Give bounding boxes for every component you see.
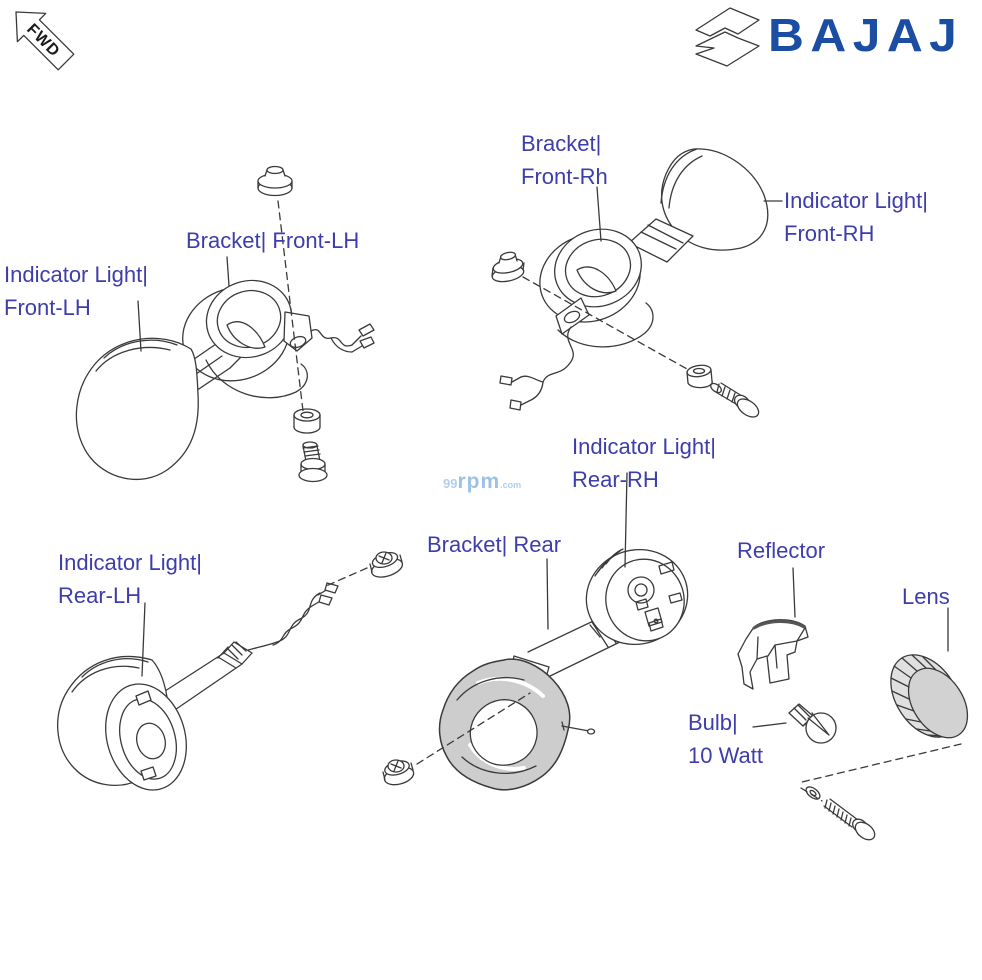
label-line: Rear-LH [58, 583, 142, 608]
label-bracket-front-lh: Bracket| Front-LH [186, 224, 359, 257]
label-line: Indicator Light| [572, 434, 716, 459]
front-lh-assembly-drawing [75, 165, 375, 483]
label-line: Bracket| [521, 131, 602, 156]
label-line: Bracket| Front-LH [186, 228, 360, 253]
reflector-drawing [737, 619, 809, 690]
label-line: Front-RH [784, 221, 875, 246]
label-bracket-rear: Bracket| Rear [427, 528, 561, 561]
label-leader-lines [137, 186, 949, 728]
label-line: Rear-RH [572, 467, 659, 492]
front-rh-assembly-drawing [491, 148, 769, 418]
watermark-name: rpm [457, 470, 501, 493]
label-reflector: Reflector [737, 534, 825, 567]
label-indicator-light-rear-rh: Indicator Light| Rear-RH [572, 430, 716, 496]
rear-bracket-assembly-drawing [438, 548, 689, 791]
bajaj-logo-icon [695, 7, 760, 67]
fwd-arrow-badge: FWD [15, 11, 75, 71]
lens-drawing [890, 654, 969, 739]
screw-washer-drawing [805, 786, 876, 841]
watermark-prefix: 99 [443, 476, 458, 491]
label-bracket-front-rh: Bracket| Front-Rh [521, 127, 608, 193]
label-line: Front-Rh [521, 164, 608, 189]
watermark-99rpm: 99rpm.com [443, 470, 521, 494]
bulb-drawing [788, 703, 837, 744]
label-line: 10 Watt [688, 743, 763, 768]
bajaj-logo-wordmark: BAJAJ [768, 9, 964, 61]
label-line: Bracket| Rear [427, 532, 562, 557]
label-indicator-light-front-rh: Indicator Light| Front-RH [784, 184, 928, 250]
label-line: Front-LH [4, 295, 91, 320]
rear-lh-indicator-drawing [57, 551, 415, 791]
label-line: Reflector [737, 538, 826, 563]
label-line: Indicator Light| [4, 262, 148, 287]
watermark-tld: .com [500, 480, 522, 490]
label-line: Lens [902, 584, 950, 609]
label-indicator-light-front-lh: Indicator Light| Front-LH [4, 258, 148, 324]
label-bulb-10-watt: Bulb| 10 Watt [688, 706, 763, 772]
alignment-dashed-lines [277, 200, 962, 802]
label-line: Indicator Light| [784, 188, 928, 213]
label-lens: Lens [902, 580, 950, 613]
label-line: Indicator Light| [58, 550, 202, 575]
label-indicator-light-rear-lh: Indicator Light| Rear-LH [58, 546, 202, 612]
label-line: Bulb| [688, 710, 738, 735]
